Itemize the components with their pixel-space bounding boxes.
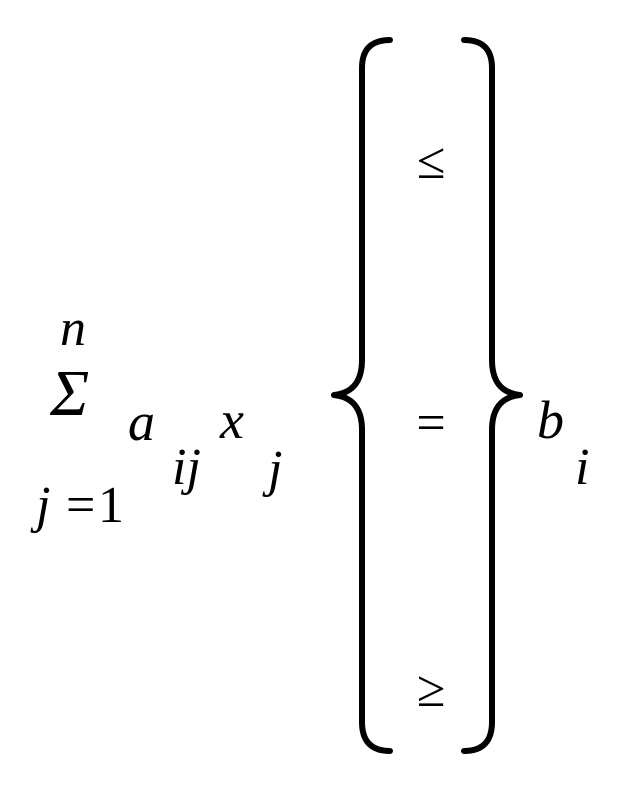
variable: x [219,390,244,450]
rhs-subscript: i [575,439,589,496]
right-brace [461,37,523,754]
coefficient-subscript: ij [172,439,201,496]
left-brace [331,37,393,754]
sum-lower-index: j [30,477,50,534]
sum-symbol: Σ [49,357,89,430]
sum-upper-limit: n [60,300,86,357]
sum-lower-value: 1 [98,477,124,534]
rhs-constant: b [537,390,564,450]
sum-lower-equals: = [66,477,95,534]
relation-geq: ≥ [417,661,446,718]
relation-eq: = [416,395,445,452]
variable-subscript: j [262,441,282,498]
coefficient: a [128,392,155,452]
relation-leq: ≤ [417,133,446,190]
